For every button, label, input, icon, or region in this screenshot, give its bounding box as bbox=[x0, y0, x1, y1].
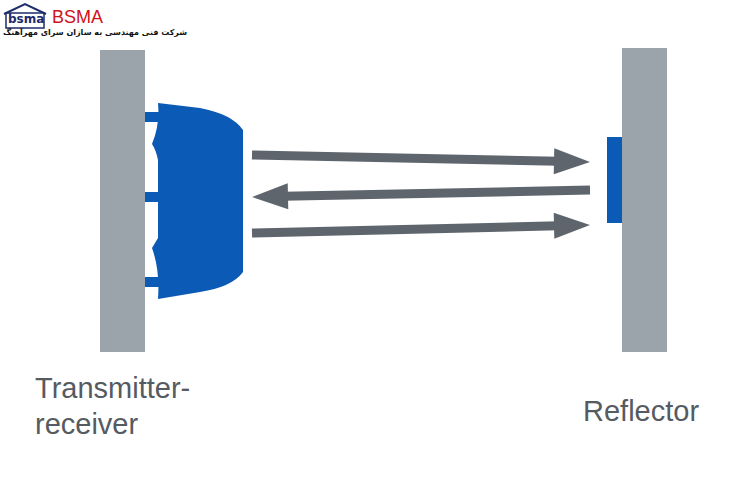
mounting-wall bbox=[622, 48, 667, 352]
watermark-brand: BSMA bbox=[52, 8, 103, 28]
logo-text: bsma bbox=[8, 13, 44, 26]
part-name: Reflector bbox=[583, 393, 743, 429]
mounting-wall bbox=[100, 50, 145, 352]
arrow-head bbox=[252, 183, 288, 209]
part-name: Transmitter- receiver bbox=[35, 370, 235, 442]
arrow-head bbox=[554, 213, 590, 239]
arrow-shaft bbox=[252, 226, 558, 233]
light-beam-arrow bbox=[252, 148, 590, 174]
light-beam-arrow bbox=[252, 213, 590, 239]
sensor-body bbox=[152, 103, 243, 299]
watermark-company: شرکت فنی مهندسی به سازان سرای مهرآهنگ bbox=[3, 29, 187, 38]
light-beam-arrow bbox=[252, 183, 590, 209]
transmitter-receiver: Transmitter- receiver bbox=[100, 50, 245, 352]
arrow-shaft bbox=[284, 190, 590, 196]
reflector: Reflector bbox=[607, 48, 667, 352]
arrow-head bbox=[554, 148, 590, 174]
arrow-shaft bbox=[252, 155, 558, 161]
reflector-plate bbox=[607, 137, 622, 223]
logo-frame bbox=[6, 13, 44, 28]
